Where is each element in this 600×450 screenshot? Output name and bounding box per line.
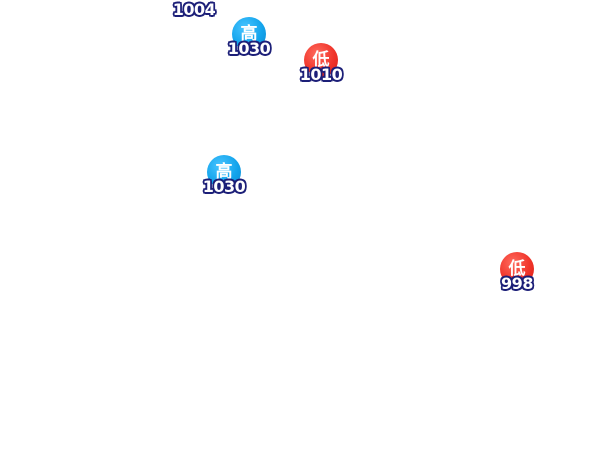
- low-pressure-badge: 低: [304, 43, 338, 77]
- pressure-value: 1030: [227, 39, 271, 58]
- pressure-value: 1030: [202, 177, 246, 196]
- low-pressure-marker[interactable]: 低 1010: [291, 43, 351, 103]
- high-pressure-badge: 高: [207, 155, 241, 189]
- pressure-marker-1004[interactable]: 1004: [164, 0, 224, 38]
- high-pressure-marker[interactable]: 高 1030: [194, 155, 254, 215]
- pressure-value: 1010: [299, 65, 343, 84]
- low-pressure-marker[interactable]: 低 998: [487, 252, 547, 312]
- pressure-value: 998: [501, 274, 533, 293]
- high-pressure-marker[interactable]: 高 1030: [219, 17, 279, 77]
- pressure-value: 1004: [172, 0, 216, 19]
- high-pressure-badge: 高: [232, 17, 266, 51]
- low-pressure-badge: 低: [500, 252, 534, 286]
